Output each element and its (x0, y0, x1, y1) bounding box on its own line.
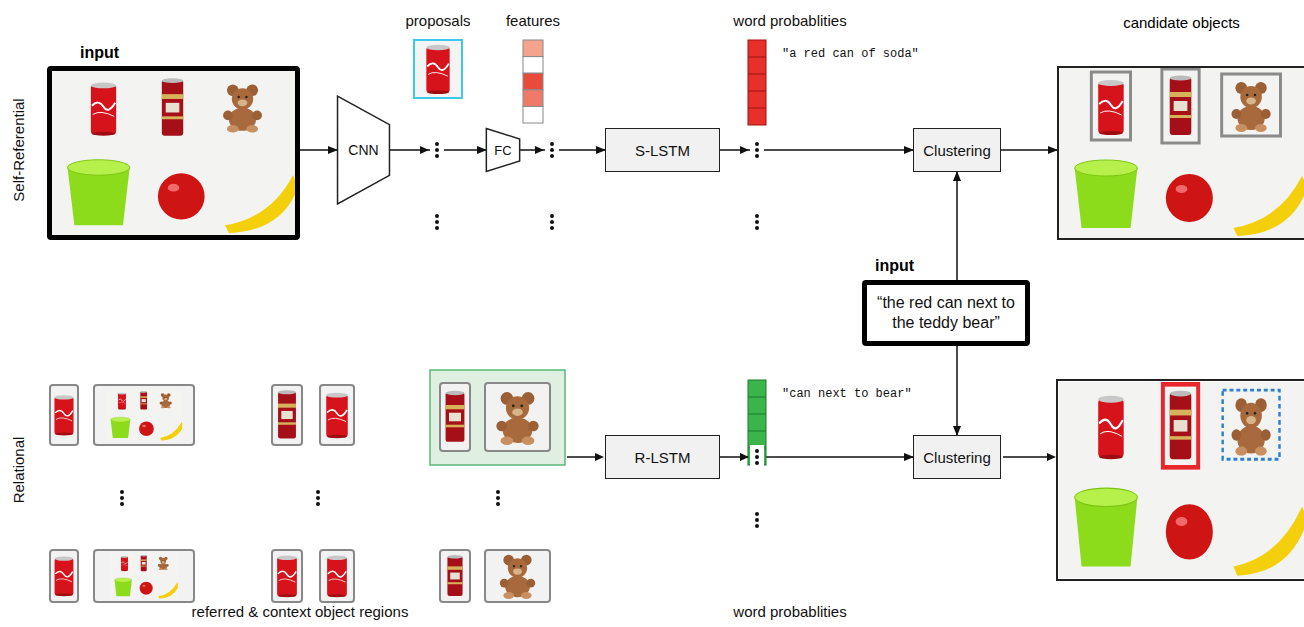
word-probability-vector (748, 40, 766, 125)
process-box: S-LSTM (605, 128, 720, 172)
result-photo (1059, 382, 1304, 578)
row-label: Self-Referential (10, 98, 27, 201)
box-label: FC (494, 143, 511, 158)
panel-heading: input (80, 44, 119, 62)
process-box: R-LSTM (605, 435, 720, 479)
row-label: Relational (10, 437, 27, 504)
selected-region-pair (430, 370, 565, 465)
flow-arrow (520, 149, 605, 151)
flow-arrow (956, 172, 958, 280)
box-label: Clustering (923, 142, 991, 159)
flow-arrow (1001, 149, 1057, 151)
flow-arrow (567, 453, 604, 461)
feature-vector (523, 40, 543, 123)
section-label: proposals (405, 12, 470, 29)
network-layer: CNN (337, 95, 390, 205)
network-layer: FC (486, 128, 520, 172)
section-label: referred & context object regions (192, 603, 409, 620)
process-box: Clustering (913, 128, 1001, 172)
flow-arrow (1003, 453, 1056, 461)
result-panel (1057, 380, 1304, 580)
output-image-panel: candidate objects (1057, 66, 1304, 240)
section-label: features (506, 12, 560, 29)
box-label: S-LSTM (635, 142, 690, 159)
flow-arrow (956, 346, 958, 435)
panel-heading: candidate objects (1123, 14, 1240, 31)
ellipsis-gap (420, 138, 764, 469)
flow-arrow (300, 149, 337, 151)
section-label: word probablities (733, 12, 846, 29)
proposal-crop (414, 40, 462, 98)
query-box: input“the red can next to the teddy bear… (862, 280, 1030, 346)
region-tile (272, 385, 354, 602)
input-image-panel: input (47, 66, 300, 240)
panel-heading: input (875, 257, 914, 275)
candidate-photo (1059, 68, 1304, 238)
region-tile (440, 550, 550, 602)
region-tile (50, 385, 194, 602)
box-label: CNN (348, 142, 378, 158)
section-label: word probablities (733, 603, 846, 620)
ellipsis-dots (120, 142, 759, 528)
caption-text: "can next to bear" (782, 387, 912, 401)
input-photo (52, 71, 295, 235)
caption-text: "a red can of soda" (782, 47, 919, 61)
box-label: Clustering (923, 449, 991, 466)
box-label: R-LSTM (635, 449, 691, 466)
query-text: “the red can next to the teddy bear” (867, 293, 1025, 333)
process-box: Clustering (913, 435, 1001, 479)
